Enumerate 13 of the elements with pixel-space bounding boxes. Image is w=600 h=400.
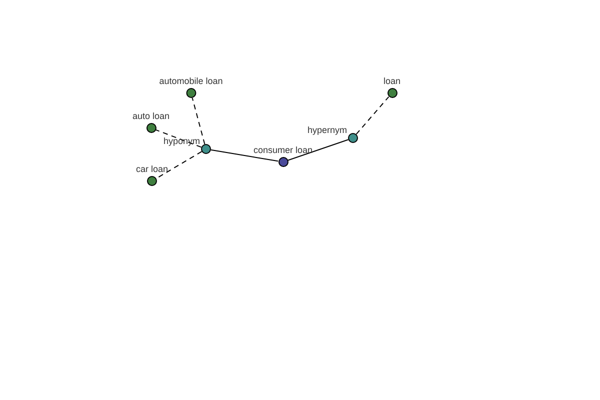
connector-line: [356, 96, 390, 135]
term-label: consumer loan: [253, 145, 313, 155]
term-label: hyponym: [163, 136, 200, 146]
connector-line: [210, 149, 279, 162]
connector-line: [156, 151, 202, 179]
connector-line: [155, 129, 202, 148]
term-label: car loan: [136, 164, 168, 174]
connector-line: [287, 139, 349, 161]
term-label: loan: [384, 76, 400, 86]
term-label: auto loan: [132, 111, 170, 121]
term-label: hypernym: [307, 125, 347, 135]
connector-line: [192, 97, 206, 145]
term-label: automobile loan: [159, 76, 223, 86]
